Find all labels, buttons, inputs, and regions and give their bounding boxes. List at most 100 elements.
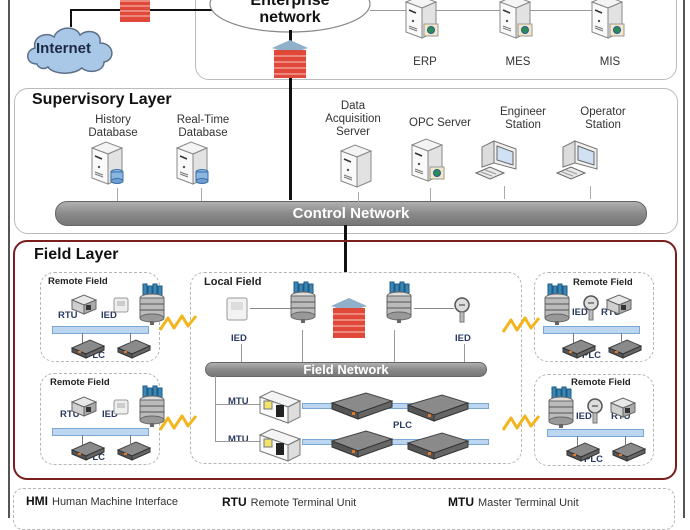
plc-icon: [330, 430, 394, 458]
realtime-database-label-line1: Real-Time: [176, 114, 230, 126]
legend-abbr: MTU: [448, 495, 474, 509]
plc-label: PLC: [582, 350, 601, 361]
plc-label: PLC: [86, 350, 105, 361]
bus-drop: [577, 436, 578, 446]
node-link: [590, 186, 591, 199]
engineer-station-label: Engineer Station: [488, 106, 558, 132]
enterprise-network-label-line2: network: [259, 9, 321, 26]
wireless-link-icon: [501, 414, 541, 431]
plc-icon: [611, 442, 647, 462]
plc-label: PLC: [393, 420, 412, 431]
plc-icon: [70, 339, 106, 359]
legend-text: Remote Terminal Unit: [250, 497, 357, 509]
plc-icon: [116, 441, 152, 461]
remote-field-bus: [547, 429, 644, 437]
supervisory-layer-title: Supervisory Layer: [32, 91, 172, 108]
enterprise-server-link: [370, 10, 610, 11]
legend-abbr: RTU: [222, 495, 247, 509]
bus-drop: [573, 333, 574, 343]
firewall-icon: [272, 40, 308, 78]
wireless-link-icon: [158, 314, 198, 331]
ied-label: IED: [101, 310, 117, 321]
server-icon: [404, 0, 439, 39]
mtu-trunk: [215, 376, 216, 442]
plc-icon: [607, 339, 643, 359]
opc-server-label: OPC Server: [409, 117, 471, 129]
wireless-link-icon: [158, 414, 198, 431]
legend-abbr: HMI: [26, 494, 48, 508]
enterprise-network-label: Enterprise network: [240, 0, 340, 26]
frame-right: [683, 0, 685, 518]
plc-link: [302, 403, 489, 409]
remote-field-bus: [52, 326, 149, 334]
mtu-icon: [258, 428, 302, 462]
data-acquisition-server-label-line3: Server: [336, 126, 370, 138]
firewall-icon: [120, 0, 150, 22]
rtu-label: RTU: [601, 307, 621, 318]
remote-field-bus: [543, 326, 640, 334]
enterprise-network-label-line1: Enterprise: [250, 0, 330, 9]
rtu-icon: [609, 397, 637, 418]
workstation-icon: [474, 140, 517, 180]
field-network-pipe: Field Network: [205, 362, 487, 377]
remote-field-bus: [52, 428, 149, 436]
ied-icon: [113, 399, 129, 415]
main-backbone-mid: [289, 88, 292, 200]
mtu-link: [215, 404, 260, 405]
plc-icon: [330, 392, 394, 420]
firewall-icon: [331, 298, 367, 338]
realtime-database-label: Real-Time Database: [168, 114, 238, 140]
mtu-label: MTU: [228, 434, 249, 445]
bus-drop: [82, 435, 83, 445]
wireless-link-icon: [501, 316, 541, 333]
internet-cloud-icon: [27, 27, 113, 74]
plc-link: [302, 439, 489, 445]
rtu-icon: [70, 294, 98, 315]
local-field-title: Local Field: [204, 276, 262, 288]
engineer-station-label-line1: Engineer: [499, 106, 547, 118]
control-network-pipe: Control Network: [55, 201, 647, 226]
bus-drop: [82, 333, 83, 343]
data-acquisition-server-label-line2: Acquisition: [325, 113, 381, 125]
node-link: [430, 188, 431, 201]
server-icon: [590, 0, 625, 39]
ied-label: IED: [455, 333, 471, 344]
plc-icon: [565, 442, 601, 462]
ied-icon: [454, 297, 470, 323]
remote-field-title: Remote Field: [50, 377, 110, 388]
node-link: [201, 188, 202, 201]
mtu-label: MTU: [228, 396, 249, 407]
remote-field-title: Remote Field: [573, 277, 633, 288]
realtime-database-label-line2: Database: [178, 127, 228, 139]
reactor-icon: [139, 283, 165, 325]
ied-icon: [226, 297, 248, 321]
remote-field-title: Remote Field: [571, 377, 631, 388]
rtu-label: RTU: [58, 310, 78, 321]
node-link: [117, 188, 118, 201]
database-server-icon: [90, 141, 124, 185]
field-network-label: Field Network: [303, 362, 389, 377]
server-label-mis: MIS: [599, 56, 621, 68]
plc-label: PLC: [584, 454, 603, 465]
mtu-icon: [258, 390, 302, 424]
internet-link-v: [70, 9, 72, 27]
main-backbone-low: [344, 225, 347, 305]
internet-label: Internet: [36, 40, 92, 57]
remote-field-title: Remote Field: [48, 276, 108, 287]
rtu-label: RTU: [60, 409, 80, 420]
field-layer: [13, 240, 677, 480]
ied-icon: [583, 295, 599, 321]
data-acquisition-server-label-line1: Data: [340, 100, 366, 112]
rtu-icon: [605, 294, 633, 315]
data-acquisition-server-label: Data Acquisition Server: [318, 100, 388, 139]
bus-drop: [621, 333, 622, 343]
bus-drop: [130, 435, 131, 445]
ied-icon: [113, 297, 129, 313]
engineer-station-label-line2: Station: [505, 119, 541, 131]
plc-icon: [116, 339, 152, 359]
control-system-icon: [386, 281, 412, 323]
plc-icon: [406, 432, 470, 460]
workstation-icon: [555, 140, 598, 180]
history-database-label-line2: Database: [88, 127, 138, 139]
